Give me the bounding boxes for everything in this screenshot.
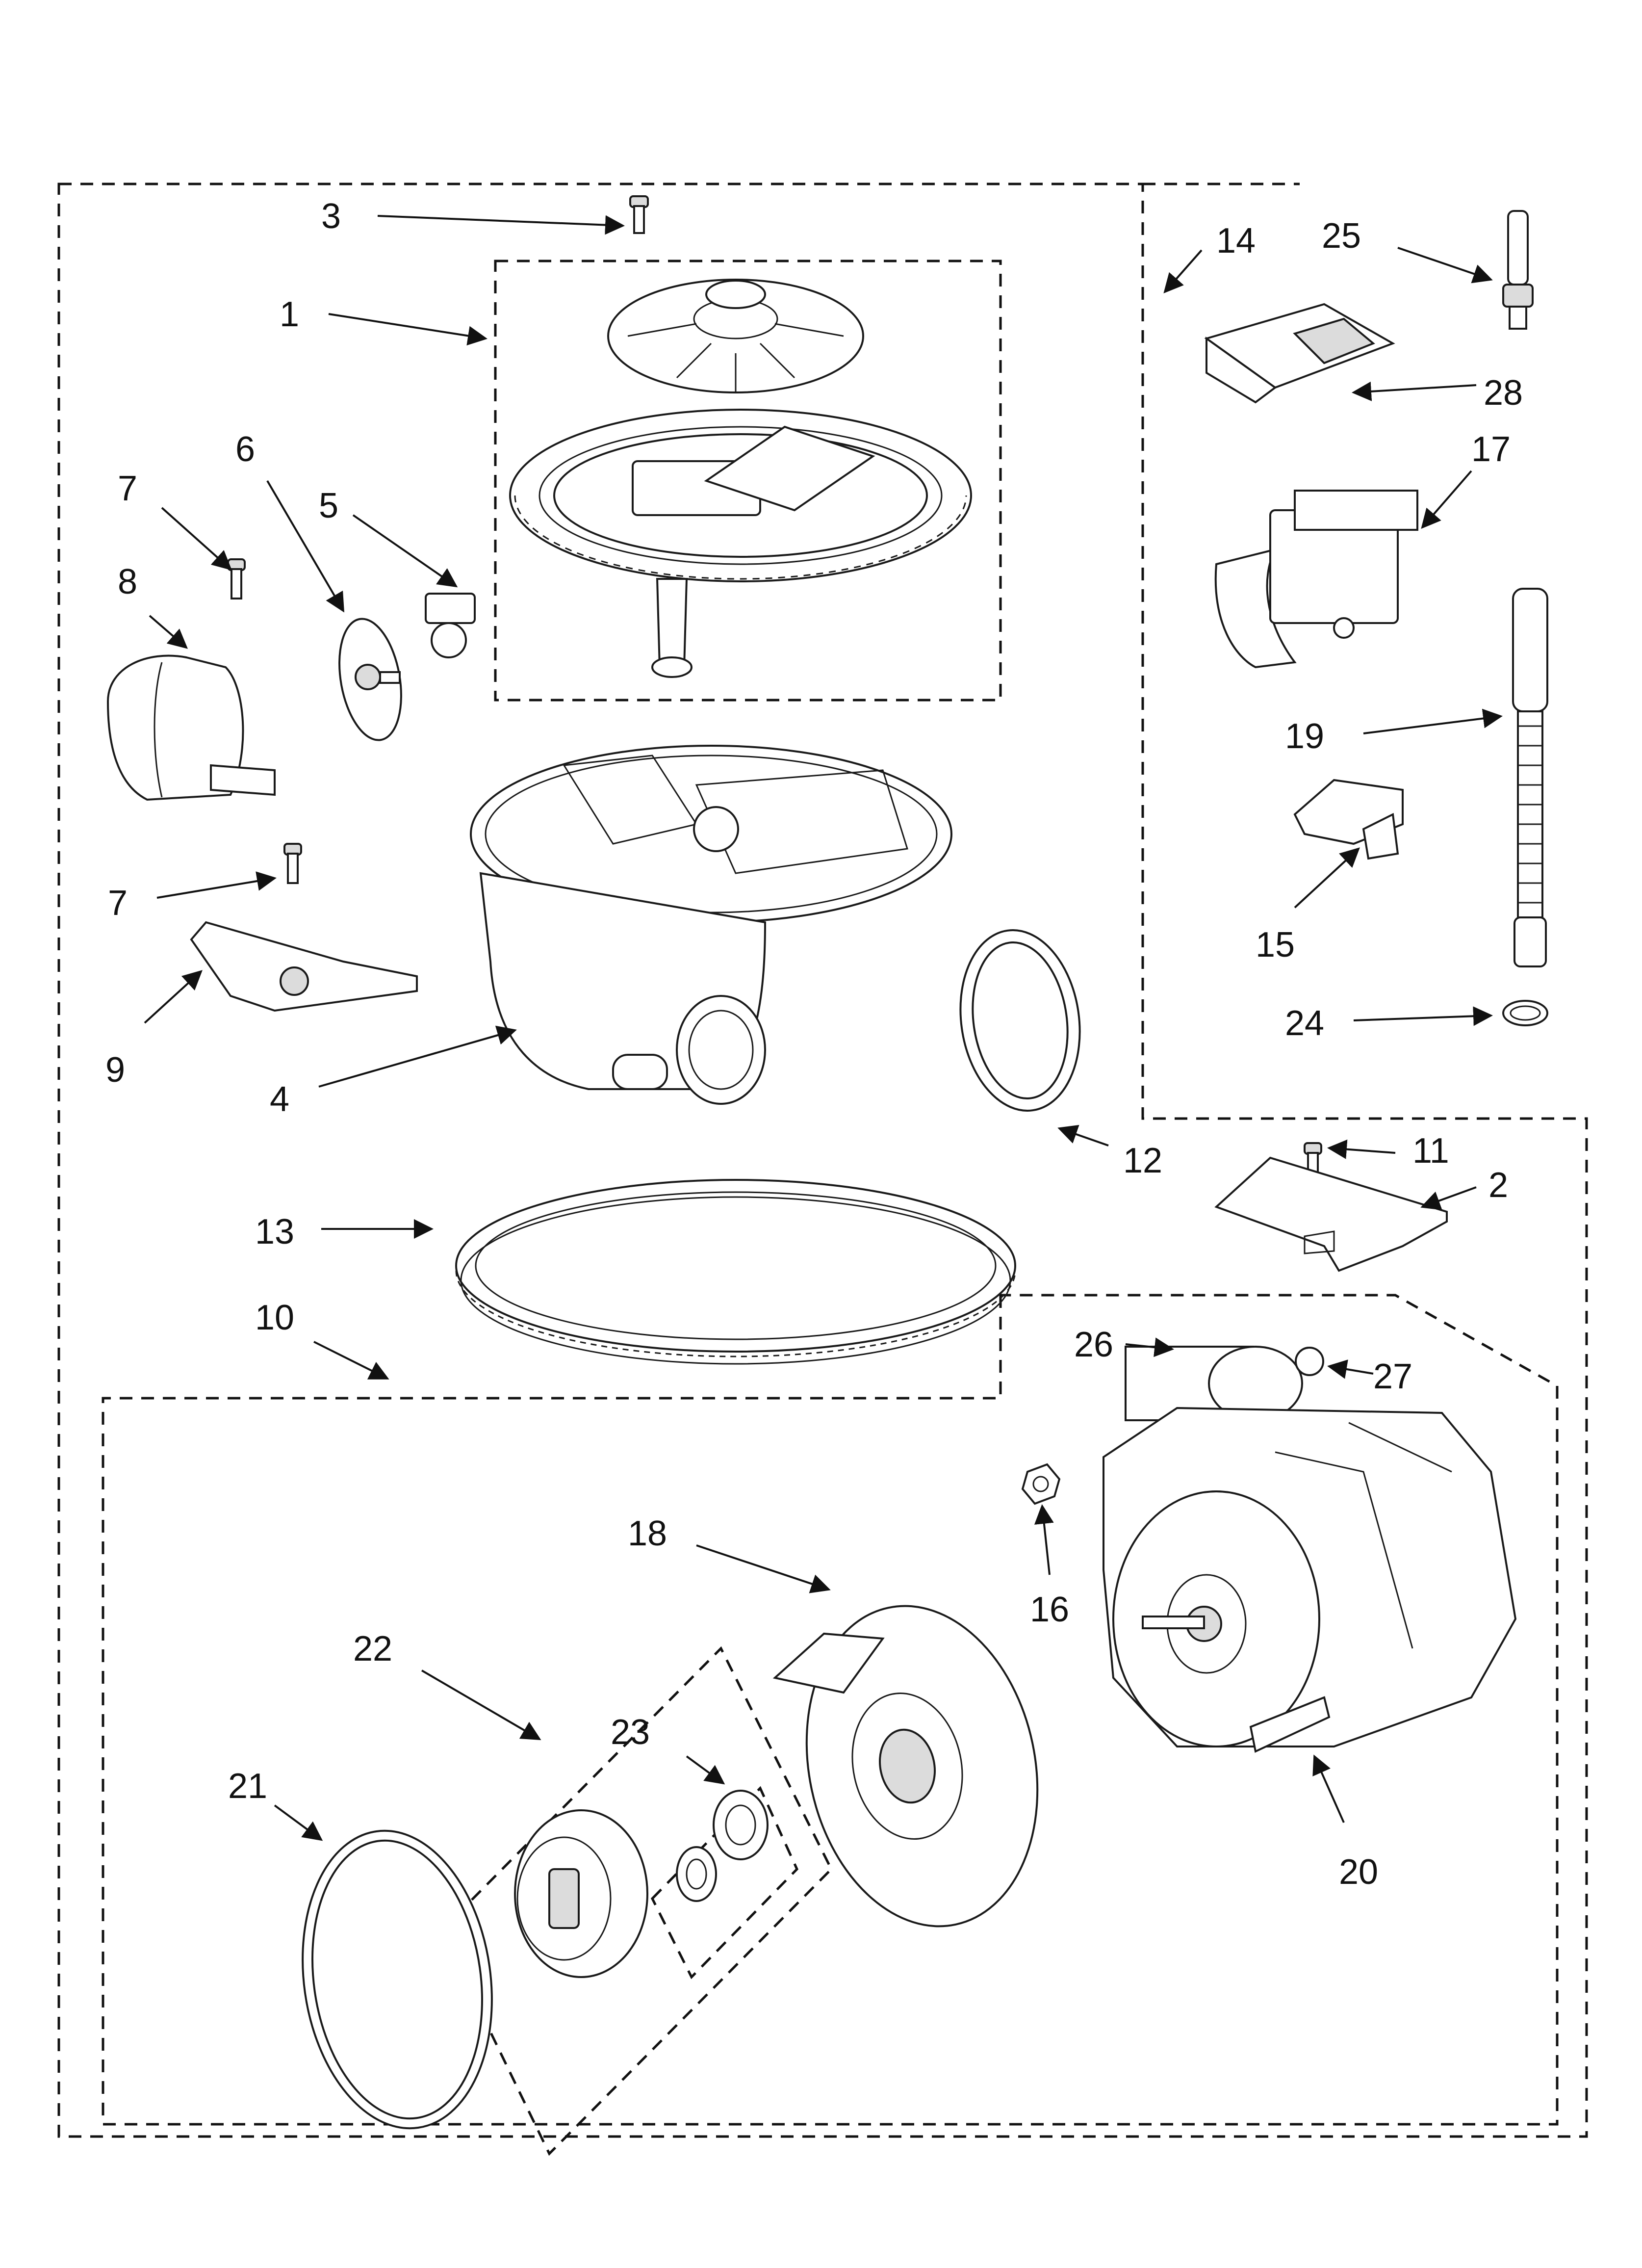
screw-7-lower-part [283,843,302,884]
callout-17: 17 [1471,430,1511,469]
callout-10: 10 [255,1298,294,1337]
callout-15: 15 [1256,925,1295,965]
callout-4: 4 [270,1080,289,1119]
nut-16-part [1021,1463,1061,1505]
tag-27-part [1295,1347,1324,1376]
seal-kit-22-part [514,1809,648,1978]
capacitor-26-part [1125,1346,1303,1421]
sump-4-part [470,745,952,1105]
group-boundaries [57,182,1588,2156]
valve-25-part [1502,210,1534,330]
callout-8: 8 [118,562,137,601]
oring-21-part [302,1829,493,2130]
callout-20: 20 [1339,1852,1378,1892]
clamp-24-part [1502,1000,1548,1026]
screw-7-upper-part [227,558,246,600]
leader-lines [144,215,1503,1841]
callout-21: 21 [228,1767,267,1806]
dispenser-17-part [1214,490,1418,669]
callout-27: 27 [1373,1357,1412,1396]
impeller-housing-18-part [772,1605,1039,1928]
callout-22: 22 [353,1629,392,1668]
callout-18: 18 [628,1514,667,1553]
callout-11: 11 [1412,1131,1449,1171]
filter-boundary [494,260,1002,702]
callout-3: 3 [321,197,341,236]
callout-7-lower: 7 [108,884,128,923]
latch-15-part [1293,779,1404,860]
housing-8-part [106,654,276,801]
callout-labels: 1 2 3 1 2 4 5 6 7 7 8 9 10 11 12 13 14 1… [105,197,1523,1892]
clip-5-part [425,593,476,658]
callout-1: 1 [280,295,299,334]
callout-24: 24 [1285,1004,1324,1043]
disc-6-part [338,618,402,741]
seal-23-part [676,1790,769,1902]
callout-16: 16 [1030,1590,1069,1629]
callout-5: 5 [319,486,338,525]
seal-13-part [455,1179,1016,1365]
tube-19-part [1512,588,1548,967]
filter-cover-part [607,279,864,393]
callout-12: 12 [1123,1141,1162,1180]
callout-23: 23 [611,1713,650,1752]
callout-6: 6 [235,430,255,469]
bracket-9-part [190,921,418,1012]
screw-top-part [629,195,649,234]
callout-28: 28 [1484,373,1523,413]
motor-20-part [1103,1407,1517,1753]
filter-body-part [509,409,972,678]
callout-7-upper: 7 [118,469,137,508]
seal-kit-boundary [439,1646,833,2156]
callout-19: 19 [1285,717,1324,756]
bracket-28-part [1204,303,1395,404]
callout-13: 13 [255,1212,294,1251]
gasket-12-part [959,929,1081,1112]
callout-9: 9 [105,1050,125,1090]
callout-25: 25 [1322,216,1361,256]
callout-2-label: 2 [1488,1166,1508,1205]
inner-seal-boundary [650,1786,798,1980]
parts [106,195,1548,2130]
callout-14: 14 [1216,221,1256,261]
callout-26: 26 [1074,1325,1113,1364]
plate-2-part [1214,1156,1448,1272]
